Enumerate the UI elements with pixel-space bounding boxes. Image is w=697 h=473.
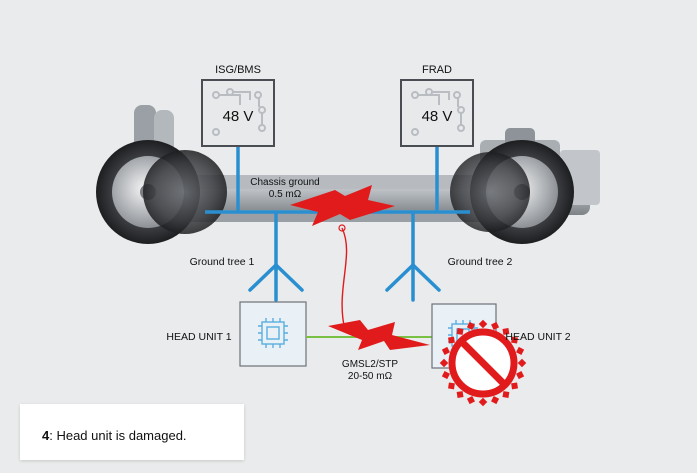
isg-bms-voltage: 48 V	[223, 108, 254, 125]
warning-burst-tick	[502, 328, 510, 335]
wheel-front	[450, 140, 574, 244]
warning-burst-tick	[491, 396, 500, 405]
frad-voltage: 48 V	[422, 108, 453, 125]
warning-burst-tick	[441, 371, 450, 380]
warning-burst-tick	[448, 336, 455, 344]
warning-burst-tick	[516, 346, 525, 355]
chassis-ground-value: 0.5 mΩ	[269, 189, 302, 200]
frad-module	[400, 79, 474, 147]
warning-burst-tick	[456, 328, 464, 335]
warning-burst-tick	[441, 346, 450, 355]
warning-burst-tick	[478, 397, 488, 407]
chassis-spark-icon	[290, 185, 395, 226]
circuit-pattern-icon	[212, 88, 266, 136]
warning-burst-tick	[448, 382, 455, 390]
wheel-rear	[96, 140, 227, 244]
warning-burst-tick	[516, 371, 525, 380]
head-unit-1-label: HEAD UNIT 1	[166, 331, 231, 343]
warning-burst-tick	[466, 396, 475, 405]
link-value: 20-50 mΩ	[348, 371, 393, 382]
ground-tree-1-symbol	[248, 263, 304, 302]
warning-burst-tick	[491, 321, 500, 330]
isg-bms-module	[201, 79, 275, 147]
caption-description: : Head unit is damaged.	[49, 428, 187, 443]
head-unit-2-label: HEAD UNIT 2	[505, 331, 570, 343]
warning-burst-tick	[466, 321, 475, 330]
frad-title: FRAD	[422, 64, 452, 76]
warning-burst-tick	[511, 336, 518, 344]
link-label: GMSL2/STP	[342, 359, 398, 370]
head-unit-1-board	[239, 301, 307, 367]
warning-burst-tick	[511, 382, 518, 390]
warning-burst-tick	[478, 319, 488, 329]
chassis-ground-label: Chassis ground	[250, 177, 319, 188]
link-spark-icon	[328, 320, 430, 350]
isg-bms-title: ISG/BMS	[215, 64, 261, 76]
warning-burst-tick	[439, 358, 449, 368]
caption-text: 4: Head unit is damaged.	[42, 428, 187, 443]
ground-tree-2-symbol	[385, 263, 441, 302]
chip-icon	[258, 318, 288, 348]
fault-node-icon	[338, 224, 346, 232]
ground-tree-1-label: Ground tree 1	[190, 256, 255, 268]
ground-tree-2-label: Ground tree 2	[448, 256, 513, 268]
warning-burst-tick	[456, 391, 464, 398]
caption-number: 4	[42, 428, 50, 443]
circuit-pattern-icon	[411, 88, 465, 136]
caption-box: 4: Head unit is damaged.	[20, 404, 244, 460]
fault-current-path	[341, 227, 348, 331]
warning-burst-tick	[502, 391, 510, 398]
warning-burst-tick	[517, 358, 527, 368]
damage-warning-icon	[439, 319, 527, 407]
